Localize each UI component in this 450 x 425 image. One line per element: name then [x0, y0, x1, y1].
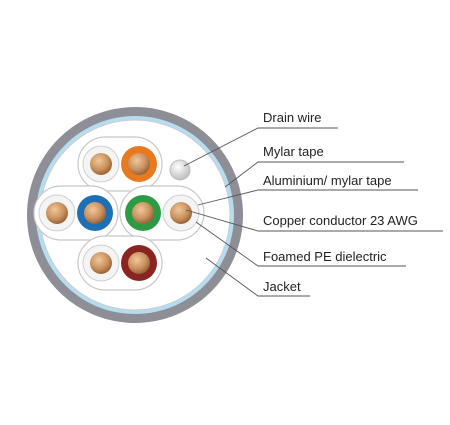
copper-conductor: [170, 202, 192, 224]
leader-line-mylar-tape: [224, 161, 404, 188]
copper-conductor: [84, 202, 106, 224]
copper-conductor: [90, 252, 112, 274]
label-foamed-pe-dielectric: Foamed PE dielectric: [263, 249, 387, 264]
leader-line-drain-wire: [183, 127, 338, 167]
copper-conductor: [128, 153, 150, 175]
copper-conductor: [132, 202, 154, 224]
copper-conductor: [128, 252, 150, 274]
label-aluminium-mylar-tape: Aluminium/ mylar tape: [263, 173, 392, 188]
leader-line-copper-conductor: [185, 209, 443, 232]
drain-wire: [169, 159, 191, 181]
copper-conductor: [90, 153, 112, 175]
leader-line-foamed-pe: [195, 221, 406, 267]
label-jacket: Jacket: [263, 279, 301, 294]
label-drain-wire: Drain wire: [263, 110, 322, 125]
leader-line-jacket: [205, 257, 310, 297]
copper-conductor: [46, 202, 68, 224]
label-copper-conductor: Copper conductor 23 AWG: [263, 213, 418, 228]
leader-line-aluminium-mylar-tape: [197, 189, 418, 206]
label-mylar-tape: Mylar tape: [263, 144, 324, 159]
